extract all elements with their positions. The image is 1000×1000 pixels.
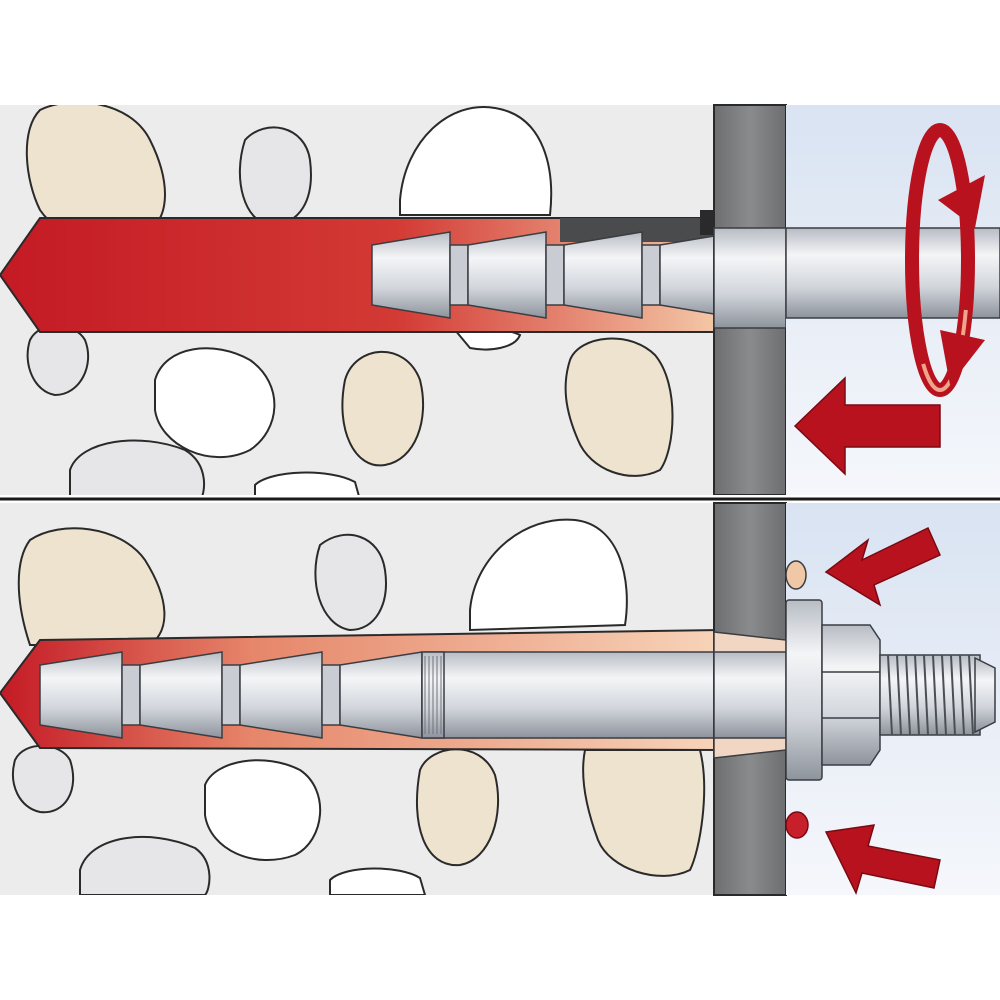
cone-neck [449, 244, 469, 306]
thread-line [905, 654, 911, 736]
hex-nut [821, 624, 881, 766]
stone [17, 527, 166, 646]
stone [564, 337, 674, 477]
stone [204, 759, 322, 861]
knurl-lines [424, 656, 442, 734]
cone-neck [221, 664, 241, 726]
expansion-cones-bottom [39, 651, 441, 739]
thread-line [941, 654, 947, 736]
stone [12, 744, 75, 814]
thread-line [887, 654, 893, 736]
stone [416, 748, 500, 867]
panel-top [0, 104, 1000, 496]
stone [582, 749, 706, 877]
thread-line [914, 654, 920, 736]
arrow-upper-icon [824, 526, 941, 607]
rotate-icon [905, 123, 985, 397]
thread-line [932, 654, 938, 736]
expansion-cone [467, 231, 547, 319]
expansion-cone [139, 651, 223, 739]
rod-chamfer [974, 656, 996, 734]
cone-neck [321, 664, 341, 726]
stone [254, 471, 360, 495]
mortar-excess-top [785, 560, 807, 590]
threaded-end [879, 654, 981, 736]
fastener-assembly [785, 599, 996, 781]
arrow-lower-icon [824, 824, 941, 896]
stone [399, 105, 553, 216]
thread-line [959, 654, 965, 736]
stone [238, 126, 312, 227]
sleeve-through-wall [713, 651, 787, 739]
stone [154, 347, 276, 459]
panel-bottom [0, 502, 1000, 896]
thread-line [950, 654, 956, 736]
cone-neck [545, 244, 565, 306]
aggregate-stones-bottom [12, 518, 706, 895]
stone [26, 324, 90, 397]
thread-lines [887, 654, 974, 736]
stone [314, 533, 387, 632]
mortar-excess-bottom [785, 811, 809, 839]
expansion-cone [563, 231, 643, 319]
aggregate-stones-top [25, 105, 674, 495]
washer [785, 599, 823, 781]
stone [329, 867, 427, 895]
stone [69, 439, 206, 495]
thread-line [896, 654, 902, 736]
thread-line [923, 654, 929, 736]
arrow-left-icon [793, 376, 941, 476]
expansion-cone [339, 651, 423, 739]
thread-line [968, 654, 974, 736]
expansion-cone [239, 651, 323, 739]
stone [341, 350, 425, 467]
anchor-sleeve [424, 651, 726, 739]
expansion-cone [371, 231, 451, 319]
cone-neck [121, 664, 141, 726]
rod-through-wall [713, 227, 787, 329]
cone-neck [641, 244, 661, 306]
expansion-cones-top [371, 231, 757, 319]
stone [79, 835, 211, 895]
stone [469, 518, 628, 632]
expansion-cone [39, 651, 123, 739]
